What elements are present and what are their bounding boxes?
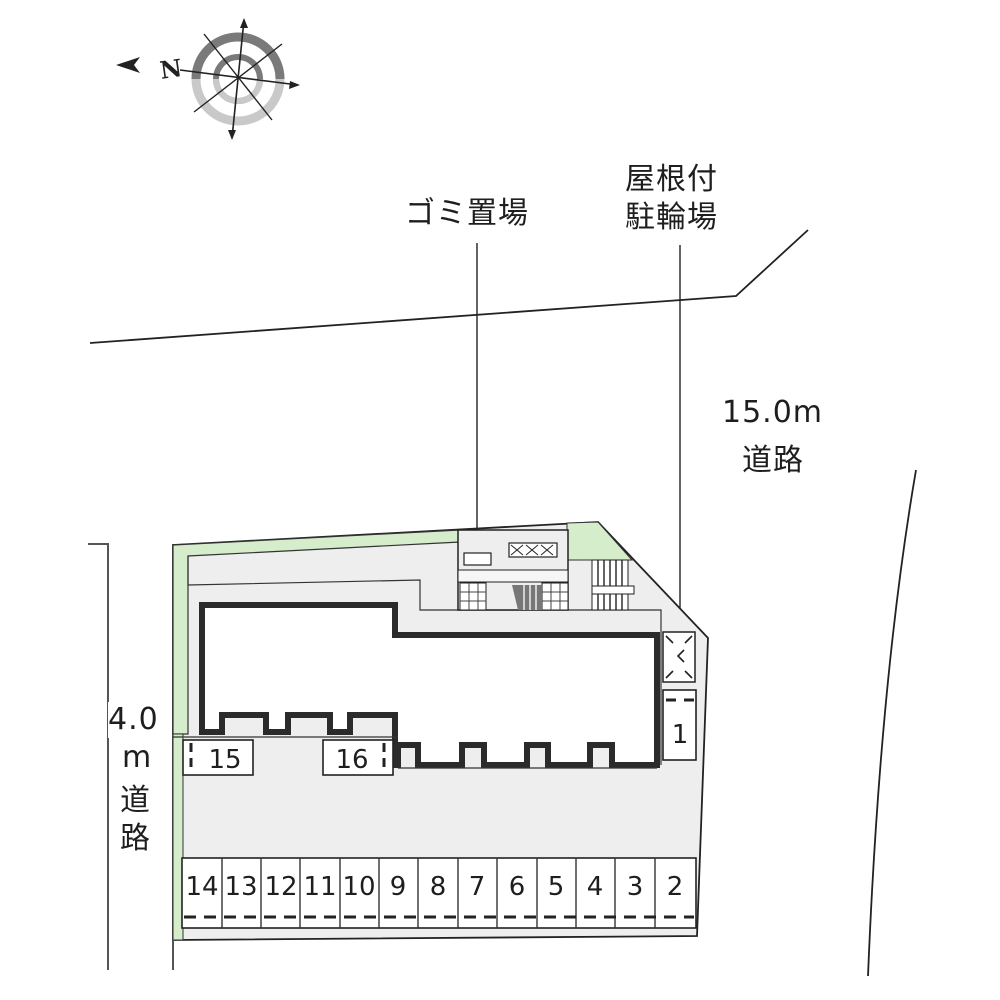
stall-4: 4 [587, 872, 604, 902]
road-east-name: 道路 [742, 443, 804, 478]
garbage-area-label: ゴミ置場 [405, 196, 529, 231]
parking-row [181, 689, 697, 929]
stall-13: 13 [224, 872, 257, 902]
road-east-width: 15.0m [722, 395, 824, 430]
stall-14: 14 [185, 872, 218, 902]
stall-1: 1 [672, 720, 689, 750]
road-west-name-1: 道 [120, 783, 151, 818]
stall-10: 10 [342, 872, 375, 902]
entrance-block [457, 529, 635, 611]
stall-5: 5 [548, 872, 565, 902]
stall-16: 16 [335, 745, 368, 775]
stall-11: 11 [303, 872, 336, 902]
stall-12: 12 [264, 872, 297, 902]
road-west-name-2: 路 [120, 821, 151, 856]
stall-6: 6 [509, 872, 526, 902]
svg-text:N: N [158, 53, 184, 85]
stall-15: 15 [208, 745, 241, 775]
stall-8: 8 [430, 872, 447, 902]
road-east-edge [867, 469, 917, 977]
stall-7: 7 [469, 872, 486, 902]
road-west-edge [88, 543, 109, 970]
building [173, 602, 660, 769]
lot-boundary-north [89, 229, 809, 344]
bike-parking-label-line2: 駐輪場 [625, 200, 718, 235]
bike-parking-label-line1: 屋根付 [625, 162, 718, 197]
covered-bike-parking [662, 631, 696, 683]
road-west-width: 4.0 [108, 702, 159, 738]
stall-3: 3 [627, 872, 644, 902]
road-west-unit: m [122, 740, 153, 775]
parking-stall-labels: 14 13 12 11 10 9 8 7 6 5 4 3 2 1 15 16 [185, 720, 688, 902]
stall-9: 9 [390, 872, 407, 902]
compass-rose-icon: N [116, 18, 300, 140]
stall-2: 2 [667, 872, 684, 902]
